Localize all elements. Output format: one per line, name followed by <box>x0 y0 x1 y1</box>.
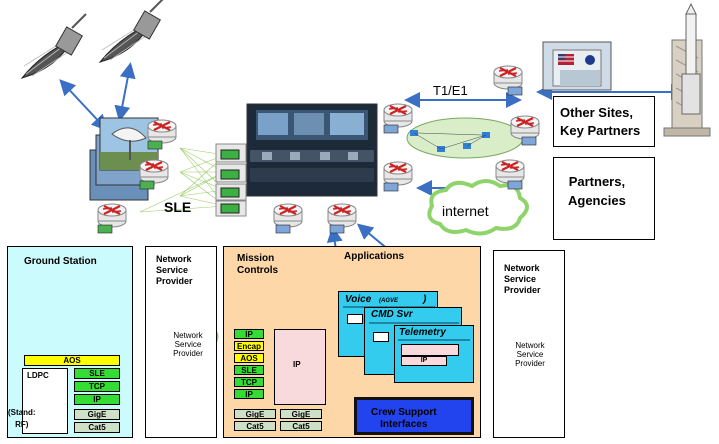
telemetry-window: Telemetry IP <box>394 325 474 383</box>
partners-box: Partners, Agencies <box>553 157 655 240</box>
crew-support-label: Crew Support Interfaces <box>371 407 437 430</box>
t1e1-label: T1/E1 <box>433 83 468 98</box>
router-icon-9 <box>509 114 541 141</box>
server-stack-icon <box>215 143 247 217</box>
telemetry-title: Telemetry <box>399 327 446 338</box>
router-icon-5 <box>326 202 358 229</box>
gs-ldpc-box: LDPC <box>22 368 68 434</box>
router-icon-6 <box>382 102 414 129</box>
router-icon-3 <box>96 202 128 229</box>
control-room-image <box>246 103 378 197</box>
nsp-right-panel: Network Service Provider <box>493 250 565 438</box>
telemetry-ip-label: IP <box>401 356 447 366</box>
mc-ip-box: IP <box>274 329 326 405</box>
sle-label: SLE <box>164 199 192 215</box>
voice-title: Voice <box>345 294 372 305</box>
sle-mesh <box>139 147 226 213</box>
gs-cat5-layer: Cat5 <box>74 422 120 433</box>
gs-tcp-layer: TCP <box>74 381 120 392</box>
mc-sle-layer: SLE <box>234 365 264 375</box>
voice-paren: ) <box>423 294 427 305</box>
voice-subtitle: (AGVE <box>379 298 399 304</box>
router-icon-8 <box>492 64 524 91</box>
router-icon-2 <box>138 158 170 185</box>
mc-tcp-layer: TCP <box>234 377 264 387</box>
satellite-icon-1 <box>21 13 87 79</box>
mc-encap-layer: Encap <box>234 341 264 351</box>
partners-label: Partners, Agencies <box>568 174 626 208</box>
internet-cloud <box>427 179 529 236</box>
ground-station-panel: Ground Station AOS LDPC (Stand: RF) SLE … <box>7 246 133 438</box>
router-icon-1 <box>146 118 178 145</box>
launch-tower-icon <box>663 2 711 137</box>
gs-gige-layer: GigE <box>74 409 120 420</box>
ground-station-title: Ground Station <box>24 256 97 267</box>
gs-sle-layer: SLE <box>74 368 120 379</box>
gs-ldpc-label: LDPC <box>27 371 49 380</box>
mc-aos-layer: AOS <box>234 353 264 363</box>
applications-label: Applications <box>344 251 405 262</box>
gs-stand-rf-label: (Stand: RF) <box>8 408 36 429</box>
satellite-icon-2 <box>99 0 165 63</box>
crew-support-box: Crew Support Interfaces <box>354 397 474 435</box>
nsp-right-cloud-label: Network Service Provider <box>515 341 545 368</box>
mc-cat5-left: Cat5 <box>234 421 276 431</box>
nsp-right-title: Network Service Provider <box>504 263 541 295</box>
router-icon-4 <box>272 202 304 229</box>
mc-ip-layer: IP <box>234 389 264 399</box>
other-sites-box: Other Sites, Key Partners <box>553 96 655 147</box>
mission-controls-panel: Mission Controls Applications IP Encap A… <box>223 246 481 438</box>
building-icon <box>542 41 612 91</box>
mc-gige-right: GigE <box>280 409 322 419</box>
mc-ip-box-label: IP <box>293 360 301 369</box>
router-icon-10 <box>494 158 526 185</box>
mc-cat5-right: Cat5 <box>280 421 322 431</box>
gs-aos-layer: AOS <box>24 355 120 366</box>
mc-gige-left: GigE <box>234 409 276 419</box>
other-sites-label: Other Sites, Key Partners <box>560 105 641 138</box>
nsp-left-panel: Network Service Provider <box>145 246 217 438</box>
nsp-left-cloud-label: Network Service Provider <box>173 331 203 358</box>
gs-ip-layer: IP <box>74 394 120 405</box>
internet-label: internet <box>442 203 489 219</box>
nsp-left-title: Network Service Provider <box>156 254 193 286</box>
mission-controls-title: Mission Controls <box>237 253 279 276</box>
t1e1-network <box>406 117 524 159</box>
router-icon-7 <box>382 160 414 187</box>
mc-ip-top-layer: IP <box>234 329 264 339</box>
cmd-svr-title: CMD Svr <box>371 309 413 320</box>
